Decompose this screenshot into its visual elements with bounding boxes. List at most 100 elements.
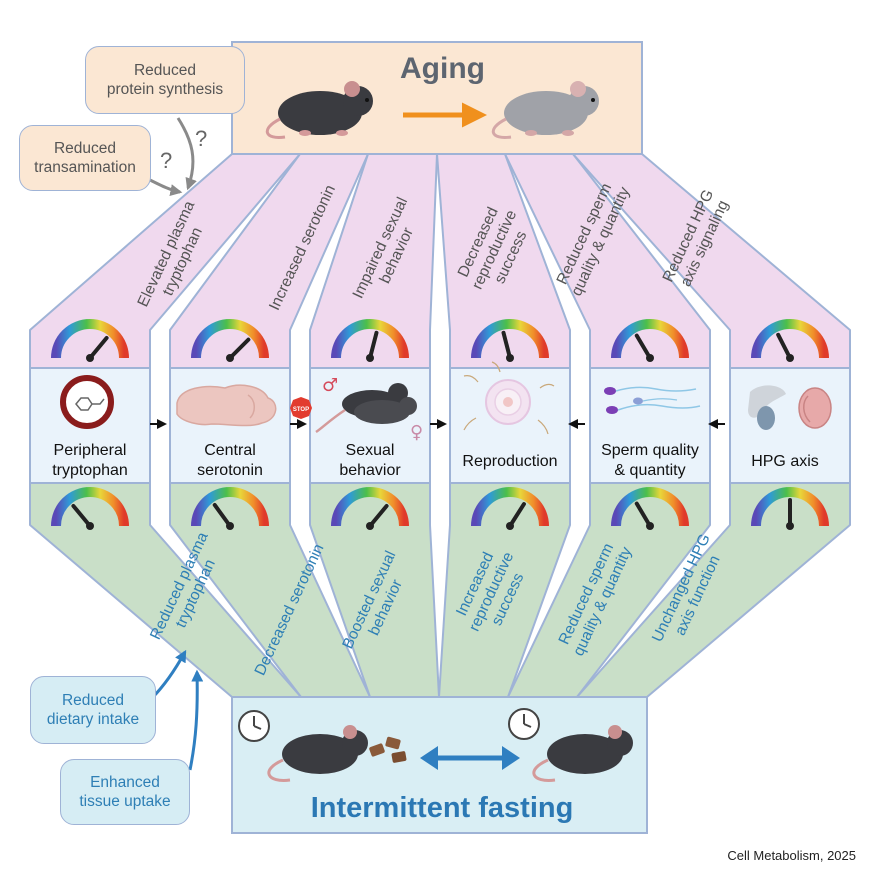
gauge-dial [51, 319, 129, 359]
gauge-icon [751, 487, 829, 530]
gauge-icon [331, 487, 409, 530]
gauge-needle [508, 502, 526, 528]
gauge-needle [88, 335, 109, 360]
gauge-hub [786, 354, 794, 362]
fasting-mouse-icon [532, 725, 633, 782]
gauge-dial [331, 487, 409, 527]
gauge-needle [228, 337, 251, 360]
node-label: Sexual behavior [310, 441, 430, 481]
aging-effect-columns [29, 153, 851, 369]
gauge-hub [366, 522, 374, 530]
gauge-dial [611, 319, 689, 359]
fasting-title: Intermittent fasting [310, 792, 574, 824]
female-symbol-icon: ♀ [410, 422, 423, 443]
gauge-dial [51, 487, 129, 527]
node-row [29, 367, 851, 484]
node-label: Central serotonin [170, 441, 290, 481]
callout-line: protein synthesis [106, 81, 224, 98]
gauge-needle [634, 501, 652, 528]
double-arrow-icon [420, 746, 520, 770]
question-mark: ? [160, 148, 173, 173]
node-label: HPG axis [730, 452, 840, 472]
gauge-dial [191, 319, 269, 359]
tryptophan-molecule-icon [60, 375, 114, 429]
mating-mice-icon [315, 383, 417, 434]
gauge-icon [471, 319, 549, 362]
gauge-dial [751, 487, 829, 527]
gauge-icon [191, 319, 269, 362]
transamination-arrow [149, 178, 183, 196]
callout-line: Enhanced [90, 774, 160, 791]
stop-sign-icon: STOP [290, 397, 312, 419]
question-mark: ? [195, 126, 208, 151]
old-mouse-icon [492, 81, 599, 139]
callout-line: tissue uptake [79, 793, 171, 810]
protein-synthesis-arrow [176, 117, 197, 191]
node-line: tryptophan [52, 462, 128, 479]
callout-line: dietary intake [46, 711, 140, 728]
gauge-hub [786, 522, 794, 530]
gauge-icon [471, 487, 549, 530]
transamination-callout: Reduced transamination [19, 125, 151, 191]
young-mouse-icon [266, 81, 373, 139]
tissue-uptake-callout: Enhanced tissue uptake [60, 759, 190, 825]
gauge-icon [51, 319, 129, 362]
gauge-icon [51, 487, 129, 530]
callout-line: Reduced [61, 692, 125, 709]
gauge-hub [226, 354, 234, 362]
gauge-dial [751, 319, 829, 359]
clock-icon [508, 708, 540, 740]
node-label: Reproduction [450, 452, 570, 472]
stop-sign-label: STOP [293, 407, 309, 413]
gauge-hub [366, 354, 374, 362]
callout-line: Reduced [53, 140, 117, 157]
protein-synthesis-callout: Reduced protein synthesis [85, 46, 245, 114]
gauge-hub [506, 354, 514, 362]
gauge-needle [634, 333, 652, 360]
gauge-hub [226, 522, 234, 530]
gauge-needle [212, 502, 232, 528]
callout-line: Reduced [133, 62, 197, 79]
node-line: behavior [339, 462, 401, 479]
gauge-hub [86, 522, 94, 530]
node-line: Reproduction [462, 453, 558, 470]
figure-credit: Cell Metabolism, 2025 [727, 848, 856, 863]
gauge-group [51, 319, 829, 530]
node-box [729, 367, 851, 484]
brain-icon [176, 384, 277, 427]
egg-sperm-icon [463, 361, 555, 435]
sperm-icon [604, 386, 701, 414]
gauge-needle [776, 332, 792, 360]
dietary-intake-arrow [150, 649, 187, 700]
aging-title: Aging [400, 52, 485, 85]
fasting-effect-columns [29, 482, 851, 698]
gauge-icon [751, 319, 829, 362]
male-symbol-icon: ♂ [322, 375, 338, 396]
node-line: Central [204, 442, 256, 459]
gauge-dial [471, 487, 549, 527]
gauge-icon [611, 319, 689, 362]
node-line: Peripheral [53, 442, 127, 459]
clock-icon [238, 710, 270, 742]
gauge-dial [331, 319, 409, 359]
tissue-uptake-arrow [188, 669, 204, 771]
gauge-hub [506, 522, 514, 530]
pituitary-testis-icon [748, 385, 832, 430]
fasting-mouse-icon [267, 725, 368, 782]
gauge-dial [191, 487, 269, 527]
node-line: Sperm quality [601, 442, 699, 459]
gauge-hub [646, 354, 654, 362]
node-line: serotonin [197, 462, 263, 479]
gauge-hub [646, 522, 654, 530]
gauge-icon [191, 487, 269, 530]
node-box [309, 367, 431, 484]
callout-line: transamination [34, 159, 136, 176]
node-line: HPG axis [751, 453, 819, 470]
gauge-dial [611, 487, 689, 527]
gauge-needle [501, 330, 512, 360]
gauge-dial [471, 319, 549, 359]
dietary-intake-callout: Reduced dietary intake [30, 676, 156, 744]
gauge-needle [71, 503, 92, 528]
node-line: & quantity [614, 462, 686, 479]
